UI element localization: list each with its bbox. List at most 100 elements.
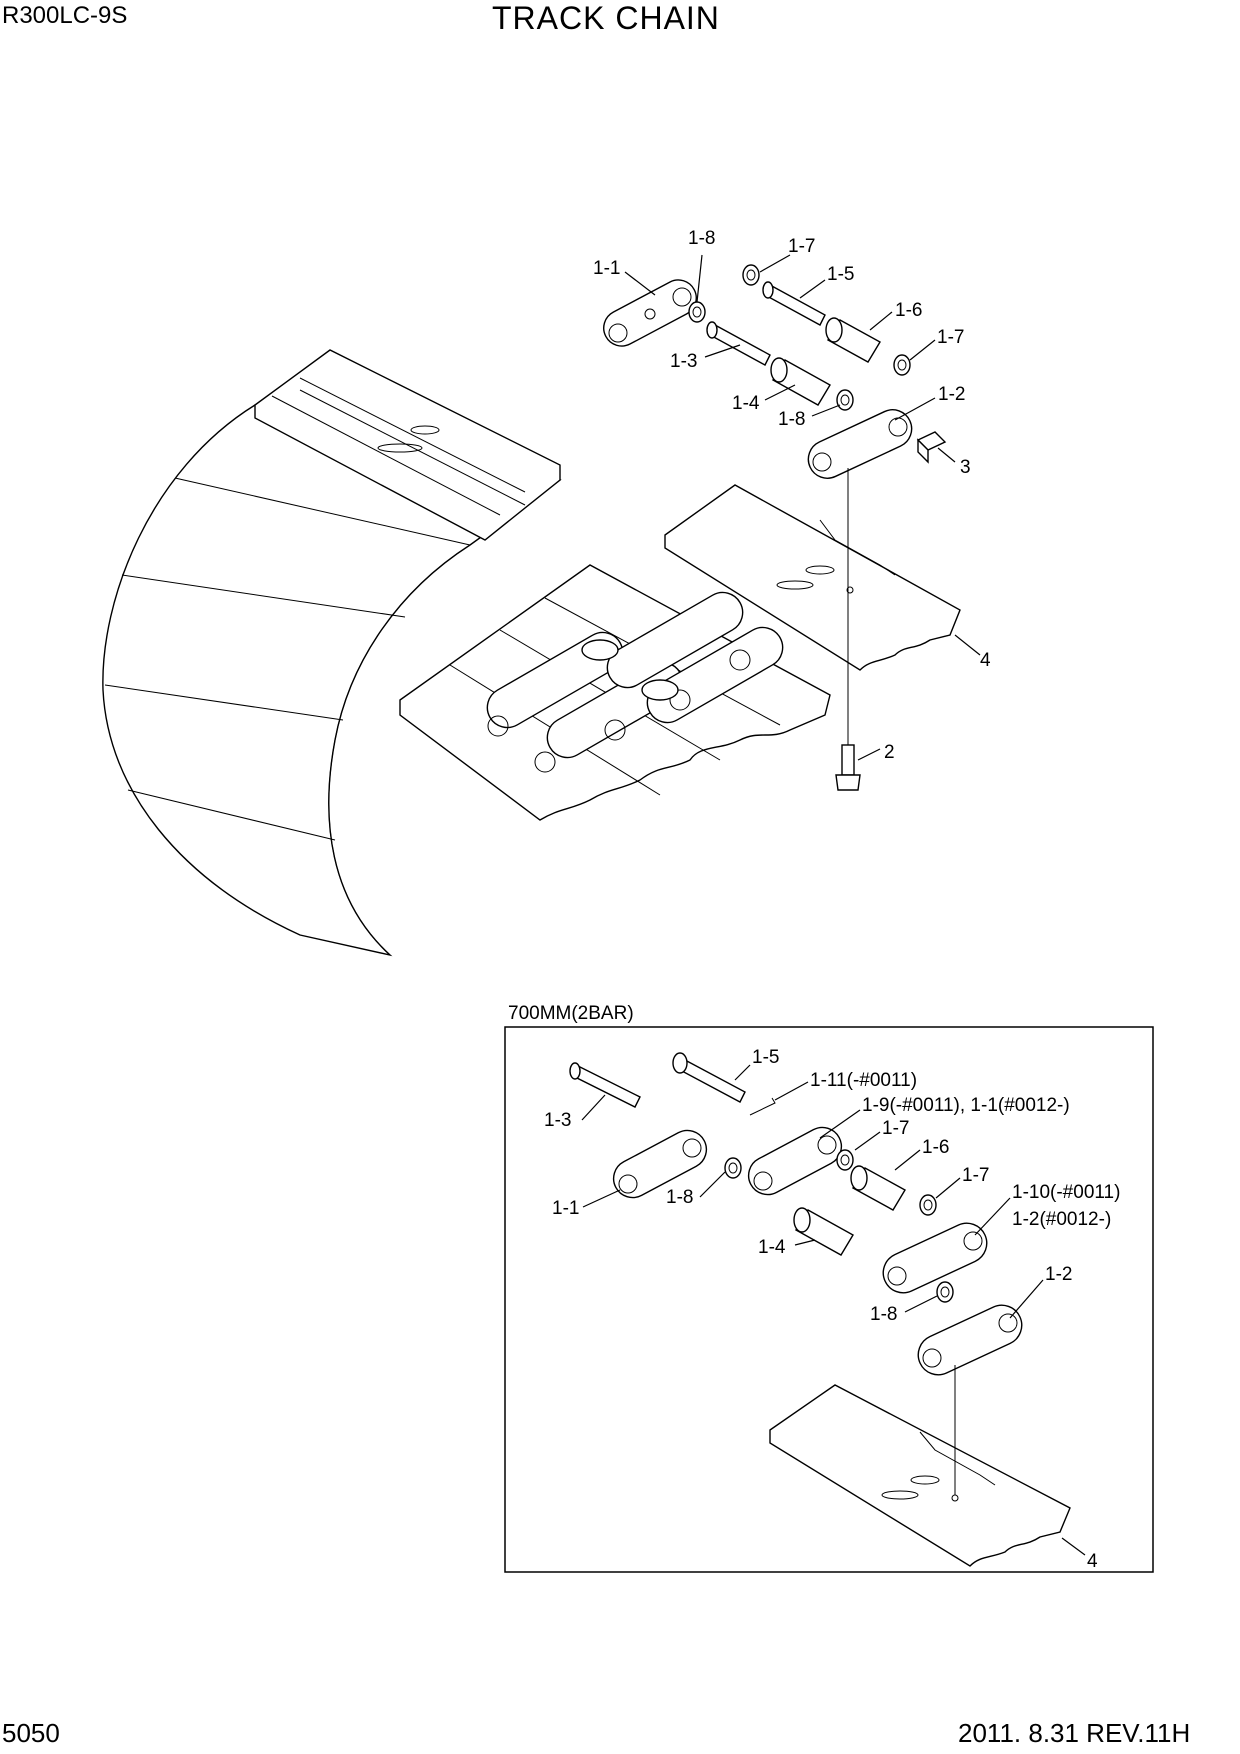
callout-1-2: 1-2 bbox=[1045, 1264, 1072, 1285]
band-segment-line bbox=[127, 789, 336, 841]
band-segment-line bbox=[121, 574, 406, 618]
shoe-hole bbox=[805, 565, 835, 575]
inset-cotter-1-11 bbox=[749, 1097, 776, 1116]
link-bore bbox=[887, 1266, 907, 1286]
inset-seal-1-7 bbox=[836, 1149, 854, 1171]
inset-link-1-2 bbox=[917, 1304, 1023, 1376]
callout-1-4: 1-4 bbox=[732, 393, 760, 414]
page-title: TRACK CHAIN bbox=[492, 0, 720, 36]
callouts-inset: 1-5 1-11(-#0011) 1-9(-#0011), 1-1(#0012-… bbox=[544, 1047, 1120, 1572]
callout-1-8: 1-8 bbox=[778, 409, 805, 430]
grouser-line bbox=[271, 395, 501, 516]
inset-shoe-4 bbox=[769, 1384, 1071, 1567]
link-bore bbox=[618, 1174, 638, 1194]
track-assembly bbox=[102, 349, 831, 957]
band-segment-line bbox=[174, 477, 471, 546]
bolt-2-head bbox=[835, 774, 861, 791]
callout-2: 2 bbox=[884, 742, 895, 763]
link-bore bbox=[963, 1231, 983, 1251]
seal-hole bbox=[692, 306, 702, 318]
track-band-inner-edge bbox=[328, 544, 471, 956]
pin-head bbox=[672, 1052, 688, 1074]
callout-1-8: 1-8 bbox=[666, 1187, 693, 1208]
callout-1-11: 1-11(-#0011) bbox=[810, 1070, 917, 1091]
pin-1-5 bbox=[764, 284, 826, 326]
inset-pin-1-3 bbox=[572, 1065, 641, 1108]
inset-caption: 700MM(2BAR) bbox=[508, 1003, 634, 1024]
callout-1-8: 1-8 bbox=[870, 1304, 897, 1325]
link-bore bbox=[682, 1138, 702, 1158]
bushing-end bbox=[770, 357, 788, 383]
callout-1-6: 1-6 bbox=[895, 300, 922, 321]
shoe-hole bbox=[410, 425, 440, 435]
chain-link bbox=[606, 591, 744, 689]
bushing bbox=[581, 639, 619, 661]
shoe-bolt-hole bbox=[846, 586, 854, 594]
seal-1-8 bbox=[688, 301, 706, 323]
seal-1-7 bbox=[742, 264, 760, 286]
callout-1-1: 1-1 bbox=[552, 1198, 579, 1219]
bushing-end bbox=[825, 317, 843, 343]
leader-lines-inset bbox=[581, 1064, 1086, 1556]
inset-link-1-9 bbox=[747, 1126, 843, 1196]
link-bore bbox=[672, 287, 692, 307]
nut-3-side bbox=[917, 438, 929, 464]
band-segment-line bbox=[104, 684, 344, 721]
shoe-hole bbox=[776, 580, 814, 590]
link-bore bbox=[998, 1313, 1018, 1333]
pin-end bbox=[569, 1062, 581, 1080]
link-bore bbox=[608, 323, 628, 343]
link-hole bbox=[644, 308, 656, 320]
seal-hole bbox=[746, 269, 756, 281]
inset-parts bbox=[569, 1052, 1071, 1567]
inset-frame bbox=[504, 1026, 1154, 1573]
bushing bbox=[641, 679, 679, 701]
callout-1-4: 1-4 bbox=[758, 1237, 786, 1258]
shoe-notch bbox=[919, 1431, 996, 1486]
link-bore bbox=[669, 689, 691, 711]
callout-1-3: 1-3 bbox=[670, 351, 697, 372]
pin-end bbox=[706, 321, 718, 339]
revision-date: 2011. 8.31 REV.11H bbox=[958, 1718, 1191, 1748]
chain-links bbox=[486, 591, 784, 773]
bushing-end bbox=[850, 1165, 868, 1191]
callout-4: 4 bbox=[1087, 1551, 1098, 1572]
inset-seal-1-8 bbox=[724, 1157, 742, 1179]
link-bore bbox=[604, 719, 626, 741]
inset-link-1-1 bbox=[612, 1129, 708, 1199]
seal-hole bbox=[940, 1286, 950, 1298]
callout-3: 3 bbox=[960, 457, 971, 478]
seal-hole bbox=[840, 1154, 850, 1166]
callout-1-9-1-1: 1-9(-#0011), 1-1(#0012-) bbox=[862, 1095, 1070, 1116]
callout-1-5: 1-5 bbox=[752, 1047, 779, 1068]
callout-1-5: 1-5 bbox=[827, 264, 854, 285]
shoe-notch bbox=[819, 519, 896, 576]
seal-hole bbox=[728, 1162, 738, 1174]
callouts-main: 1-8 1-7 1-1 1-5 1-6 1-7 1-3 1-4 1-8 1-2 … bbox=[593, 228, 991, 763]
grouser-line bbox=[299, 377, 526, 493]
bolt-2-shank bbox=[841, 744, 855, 776]
shoe-4 bbox=[664, 484, 961, 671]
callout-1-3: 1-3 bbox=[544, 1110, 571, 1131]
shoe-hole bbox=[910, 1475, 940, 1485]
link-bore bbox=[812, 452, 832, 472]
seal-1-8-b bbox=[836, 389, 854, 411]
callout-1-7: 1-7 bbox=[788, 236, 815, 257]
callout-1-7: 1-7 bbox=[937, 327, 964, 348]
seal-hole bbox=[897, 359, 907, 371]
callout-1-2: 1-2 bbox=[938, 384, 965, 405]
inset-seal-1-8-b bbox=[936, 1281, 954, 1303]
callout-4: 4 bbox=[980, 650, 991, 671]
leader-lines-main bbox=[624, 254, 981, 761]
inset-seal-1-7-b bbox=[919, 1194, 937, 1216]
callout-1-10: 1-10(-#0011) bbox=[1012, 1182, 1120, 1203]
seal-1-7-b bbox=[893, 354, 911, 376]
seal-hole bbox=[840, 394, 850, 406]
shoe-hole bbox=[377, 443, 423, 453]
inset-link-1-10 bbox=[882, 1222, 988, 1294]
grouser-line bbox=[299, 389, 526, 506]
model-number: R300LC-9S bbox=[2, 2, 128, 29]
link-1-2 bbox=[807, 409, 913, 479]
page-number: 5050 bbox=[2, 1718, 60, 1748]
callout-1-8: 1-8 bbox=[688, 228, 715, 249]
